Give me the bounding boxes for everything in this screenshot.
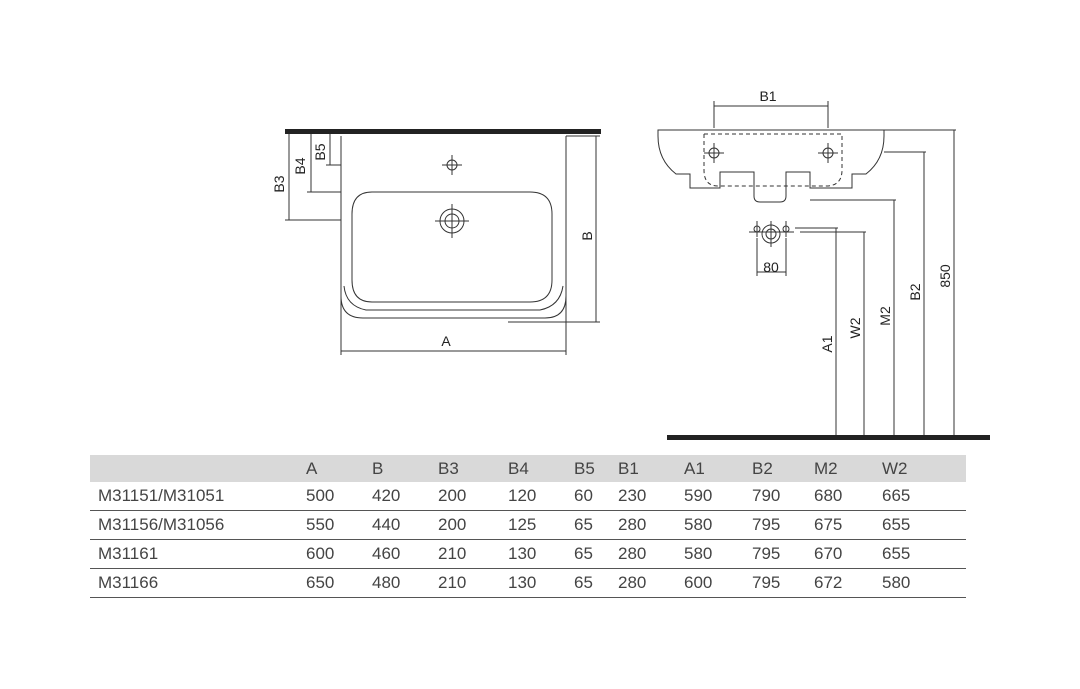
label-b2: B2 xyxy=(907,283,923,300)
table-cell: 200 xyxy=(432,510,502,540)
table-header-cell xyxy=(90,455,300,482)
table-cell: 480 xyxy=(366,568,432,598)
label-b5: B5 xyxy=(312,143,328,160)
table-cell: 65 xyxy=(568,510,612,540)
table-cell: 60 xyxy=(568,482,612,511)
table-row: M31156/M31056 550 440 200 125 65 280 580… xyxy=(90,510,966,540)
label-a: A xyxy=(441,333,451,349)
table-cell-model: M31161 xyxy=(90,539,300,569)
table-cell: 130 xyxy=(502,568,568,598)
table-header-cell: B2 xyxy=(746,455,808,482)
label-w2: W2 xyxy=(847,317,863,338)
label-b1: B1 xyxy=(759,88,776,104)
tap-hole-right xyxy=(818,143,838,163)
water-connections xyxy=(749,221,794,247)
table-row: M31151/M31051 500 420 200 120 60 230 590… xyxy=(90,482,966,511)
table-cell-model: M31156/M31056 xyxy=(90,510,300,540)
table-cell: 795 xyxy=(746,568,808,598)
table-cell: 600 xyxy=(300,539,366,569)
label-a1: A1 xyxy=(819,335,835,352)
table-header-cell: B5 xyxy=(568,455,612,482)
table-cell: 590 xyxy=(678,482,746,511)
table-cell: 672 xyxy=(808,568,876,598)
drain-hole xyxy=(435,204,469,238)
table-cell: 280 xyxy=(612,568,678,598)
tap-hole-left xyxy=(704,143,724,163)
table-cell: 790 xyxy=(746,482,808,511)
table-header-cell: B1 xyxy=(612,455,678,482)
table-cell: 280 xyxy=(612,539,678,569)
table-cell-model: M31166 xyxy=(90,568,300,598)
table-cell: 200 xyxy=(432,482,502,511)
top-view xyxy=(285,129,601,355)
table-cell: 210 xyxy=(432,568,502,598)
basin-inner-bowl xyxy=(703,133,843,187)
table-header-cell: A1 xyxy=(678,455,746,482)
table-header-row: A B B3 B4 B5 B1 A1 B2 M2 W2 xyxy=(90,455,966,482)
label-m2: M2 xyxy=(877,306,893,326)
table-cell: 580 xyxy=(678,539,746,569)
label-b: B xyxy=(579,231,595,240)
side-view xyxy=(657,101,990,440)
table-cell: 795 xyxy=(746,539,808,569)
table-cell: 655 xyxy=(876,510,966,540)
table-cell: 670 xyxy=(808,539,876,569)
table-row: M31161 600 460 210 130 65 280 580 795 67… xyxy=(90,539,966,569)
label-b4: B4 xyxy=(292,157,308,174)
floor-line xyxy=(667,435,990,440)
wall-top-view xyxy=(285,129,601,134)
table-header-cell: A xyxy=(300,455,366,482)
table-cell: 230 xyxy=(612,482,678,511)
label-850: 850 xyxy=(937,264,953,288)
technical-drawing: A B B3 B4 B5 xyxy=(271,88,990,440)
tap-hole xyxy=(442,155,462,175)
table-cell: 125 xyxy=(502,510,568,540)
table-header-cell: B3 xyxy=(432,455,502,482)
table-cell: 460 xyxy=(366,539,432,569)
table-cell: 580 xyxy=(678,510,746,540)
table-cell: 795 xyxy=(746,510,808,540)
label-80: 80 xyxy=(763,259,779,275)
table-header-cell: W2 xyxy=(876,455,966,482)
table-cell: 550 xyxy=(300,510,366,540)
table-cell: 120 xyxy=(502,482,568,511)
table-cell: 655 xyxy=(876,539,966,569)
table-cell: 440 xyxy=(366,510,432,540)
table-cell: 580 xyxy=(876,568,966,598)
table-cell: 650 xyxy=(300,568,366,598)
table-cell: 675 xyxy=(808,510,876,540)
table-header-cell: B xyxy=(366,455,432,482)
table-cell-model: M31151/M31051 xyxy=(90,482,300,511)
table-header-cell: B4 xyxy=(502,455,568,482)
dimensions-table: A B B3 B4 B5 B1 A1 B2 M2 W2 M31151/M3105… xyxy=(90,455,966,598)
basin-profile xyxy=(657,129,885,203)
table-cell: 500 xyxy=(300,482,366,511)
table-header-cell: M2 xyxy=(808,455,876,482)
table-cell: 420 xyxy=(366,482,432,511)
table-cell: 130 xyxy=(502,539,568,569)
label-b3: B3 xyxy=(271,175,287,192)
table-cell: 680 xyxy=(808,482,876,511)
table-cell: 65 xyxy=(568,568,612,598)
bowl-outline xyxy=(351,191,553,303)
table-cell: 665 xyxy=(876,482,966,511)
basin-outline xyxy=(340,136,567,319)
table-cell: 65 xyxy=(568,539,612,569)
table-row: M31166 650 480 210 130 65 280 600 795 67… xyxy=(90,568,966,598)
table-cell: 280 xyxy=(612,510,678,540)
table-cell: 210 xyxy=(432,539,502,569)
table-cell: 600 xyxy=(678,568,746,598)
basin-outer-bottom-curve xyxy=(343,285,564,311)
